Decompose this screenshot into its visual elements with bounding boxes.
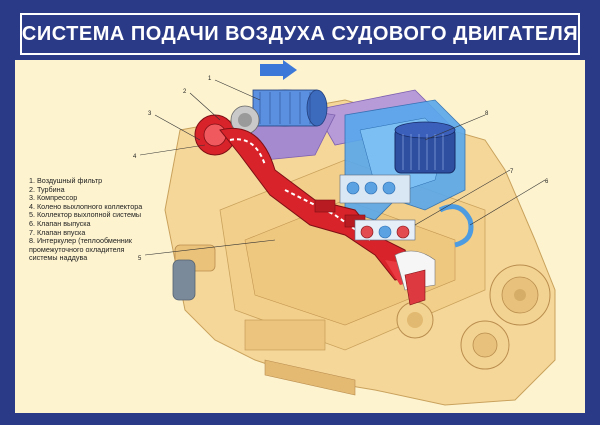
air-inlet-arrow-icon	[260, 60, 297, 80]
diagram-panel: 1 2 3 4 5 6 7 8 1. Воздушный фильтр 2. Т…	[15, 60, 585, 413]
air-filter	[252, 89, 328, 127]
intake-pipe	[438, 204, 474, 248]
legend-item: 7. Клапан впуска	[29, 227, 86, 237]
legend-item: 3. Компрессор	[29, 193, 78, 203]
intercooler	[394, 121, 456, 174]
callout-1: 1	[208, 76, 212, 82]
legend-item: 4. Колено выхлопного коллектора	[29, 201, 143, 211]
legend-item: 5. Коллектор выхлопной системы	[29, 210, 142, 220]
title-bar: СИСТЕМА ПОДАЧИ ВОЗДУХА СУДОВОГО ДВИГАТЕЛ…	[20, 13, 580, 55]
callout-8: 8	[485, 111, 489, 117]
callout-2: 2	[183, 89, 187, 95]
legend: 1. Воздушный фильтр 2. Турбина 3. Компре…	[29, 176, 169, 263]
engine-diagram: 1 2 3 4 5 6 7 8	[133, 60, 556, 406]
legend-item: 8. Интеркулер (теплообменник промежуточн…	[29, 236, 132, 263]
callout-4: 4	[133, 154, 137, 160]
callout-3: 3	[148, 111, 152, 117]
page-title: СИСТЕМА ПОДАЧИ ВОЗДУХА СУДОВОГО ДВИГАТЕЛ…	[21, 22, 579, 45]
callout-numbers: 1 2 3 4 5 6 7 8	[133, 76, 549, 262]
legend-item: 2. Турбина	[29, 184, 65, 194]
legend-item: 6. Клапан выпуска	[29, 218, 91, 228]
legend-item: 1. Воздушный фильтр	[29, 176, 103, 185]
valve-assembly	[339, 174, 436, 306]
callout-lines	[139, 79, 546, 256]
callout-6: 6	[545, 179, 549, 185]
callout-7: 7	[510, 169, 514, 175]
callout-5: 5	[138, 256, 142, 262]
